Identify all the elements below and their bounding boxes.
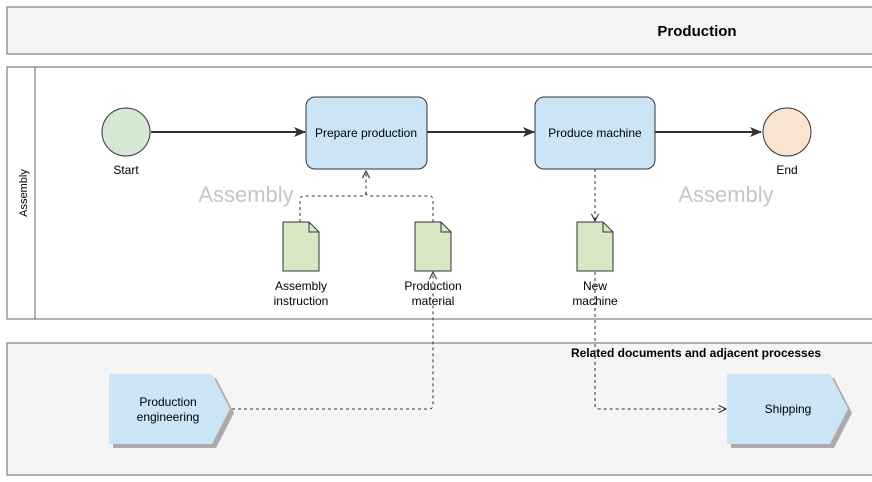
process-production-engineering-label-2: engineering [137,410,200,424]
lane-watermark-right: Assembly [678,182,773,207]
related-title: Related documents and adjacent processes [571,346,821,360]
start-event[interactable] [101,107,151,157]
assoc-new-machine-to-shipping [594,272,726,409]
document-assembly-instruction-label-2: instruction [274,294,329,308]
end-event[interactable] [762,107,812,157]
assoc-production-material [365,191,434,222]
assembly-lane [6,66,872,320]
document-production-material[interactable] [414,221,452,272]
document-production-material-label-1: Production [404,279,461,293]
document-production-material-label-2: material [412,294,455,308]
process-production-engineering-label-1: Production [139,395,196,409]
process-shipping-label: Shipping [765,402,812,416]
start-event-label: Start [113,163,139,177]
end-event-label: End [776,163,797,177]
header-title: Production [657,23,736,40]
task-prepare-production-label: Prepare production [315,126,417,140]
task-prepare-production[interactable] [305,96,428,170]
task-produce-machine-label: Produce machine [548,126,642,140]
lane-watermark-left: Assembly [198,182,293,207]
document-new-machine-label-1: New [583,279,607,293]
document-new-machine[interactable] [576,221,614,272]
lane-label: Assembly [18,169,30,217]
document-assembly-instruction-label-1: Assembly [275,279,327,293]
process-shipping[interactable] [727,374,848,444]
document-assembly-instruction[interactable] [282,221,320,272]
process-production-engineering[interactable] [109,374,230,444]
header-panel [6,6,872,55]
assoc-engineering-to-material [232,272,433,410]
document-new-machine-label-2: machine [572,294,618,308]
task-produce-machine[interactable] [534,96,656,170]
